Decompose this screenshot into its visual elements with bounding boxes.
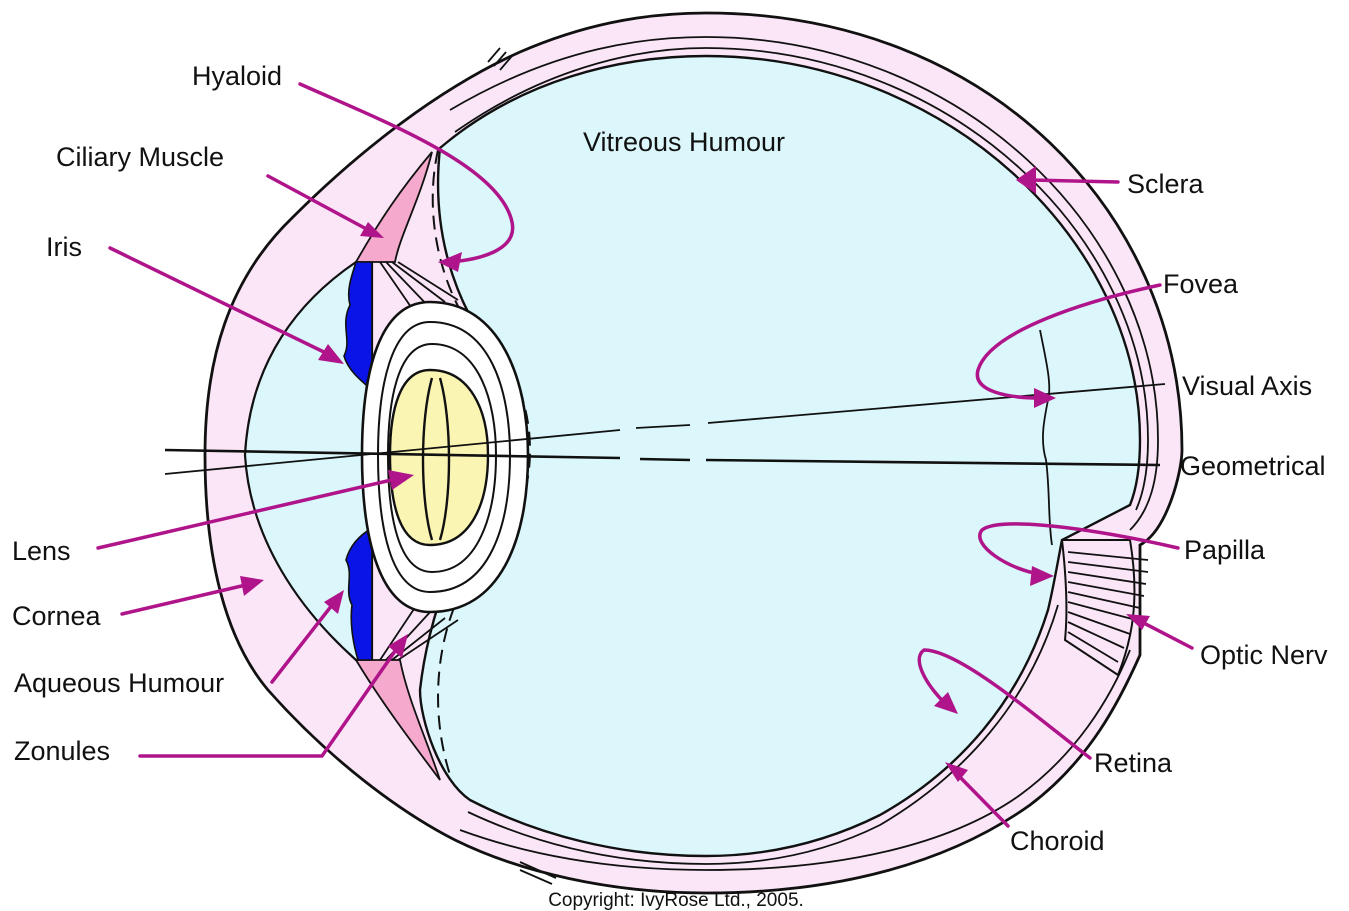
iris-label: Iris	[46, 232, 82, 262]
geometrical-label: Geometrical	[1180, 451, 1326, 481]
cornea-label: Cornea	[12, 601, 102, 631]
lens-label: Lens	[12, 536, 71, 566]
choroid-label: Choroid	[1010, 826, 1105, 856]
sclera-label: Sclera	[1127, 169, 1205, 199]
vitreous-humour-label: Vitreous Humour	[583, 127, 785, 157]
papilla-label: Papilla	[1184, 535, 1266, 565]
hyaloid-label: Hyaloid	[192, 61, 282, 91]
zonules-label: Zonules	[14, 736, 110, 766]
visual-axis-label: Visual Axis	[1182, 371, 1312, 401]
copyright-text: Copyright: IvyRose Ltd., 2005.	[548, 890, 804, 911]
ciliary-muscle-label: Ciliary Muscle	[56, 142, 224, 172]
optic-nerve-label: Optic Nerv	[1200, 640, 1328, 670]
aqueous-humour-label: Aqueous Humour	[14, 668, 224, 698]
fovea-label: Fovea	[1163, 269, 1239, 299]
retina-label: Retina	[1094, 748, 1173, 778]
